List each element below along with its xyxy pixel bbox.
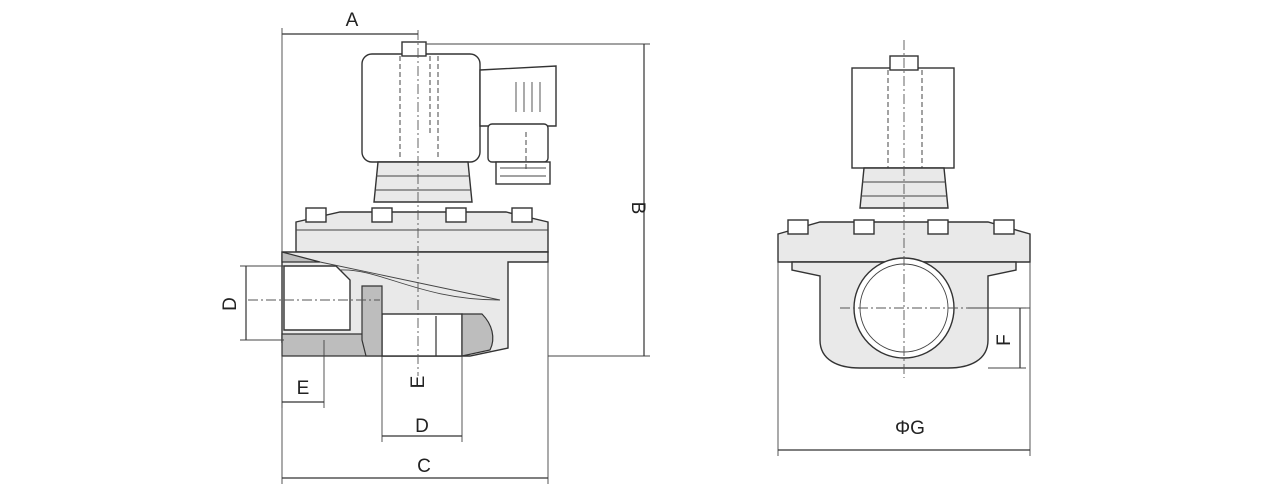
- dim-label-F: F: [994, 334, 1015, 346]
- cover-bolts: [305, 207, 533, 223]
- dim-label-G: ΦG: [895, 418, 925, 439]
- dim-label-D-bottom: D: [415, 416, 429, 437]
- cover-plate: [295, 211, 549, 253]
- dim-label-E-bottom: E: [408, 376, 429, 389]
- armature-cap: [401, 41, 427, 57]
- coil-side: [851, 67, 955, 169]
- dim-label-C: C: [417, 456, 431, 477]
- dim-label-E-side: E: [297, 378, 310, 399]
- cover-bolts-side: [787, 219, 1015, 235]
- plug-connector: [479, 65, 557, 127]
- plug-housing: [487, 123, 549, 163]
- front-view: A B C D E D E: [220, 10, 650, 484]
- bonnet: [373, 161, 473, 203]
- cable-gland: [495, 161, 551, 185]
- inlet-bore: [283, 265, 351, 331]
- outlet-bore: [381, 313, 463, 357]
- dim-label-D-side: D: [220, 297, 241, 311]
- solenoid-coil: [361, 53, 481, 163]
- side-view: F ΦG: [777, 40, 1031, 456]
- dim-label-B: B: [627, 202, 648, 215]
- dim-label-A: A: [346, 10, 359, 31]
